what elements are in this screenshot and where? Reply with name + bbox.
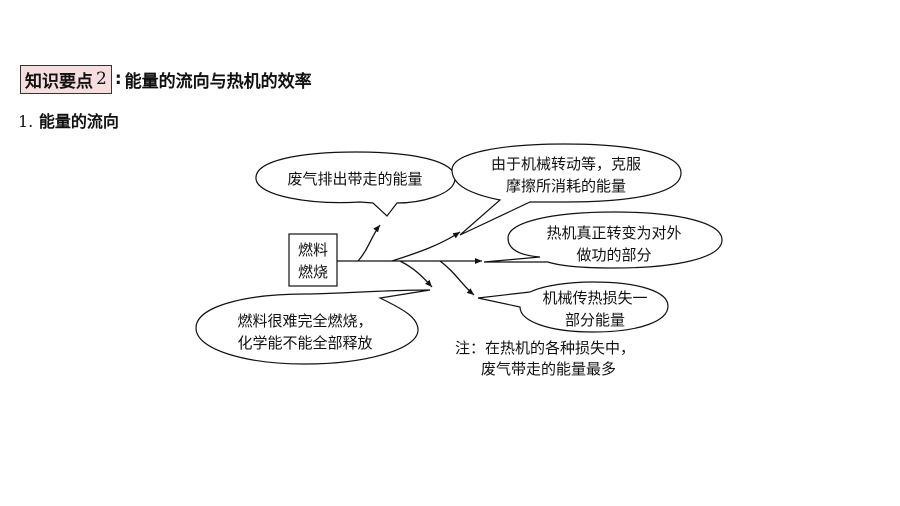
branch-incomplete-arrow <box>399 260 433 288</box>
bubble-heat-text-line2: 部分能量 <box>565 311 625 329</box>
subheading: 1. 能量的流向 <box>18 108 119 132</box>
note-line2: 废气带走的能量最多 <box>481 360 616 378</box>
bubble-useful-text-line1: 热机真正转变为对外 <box>546 224 681 242</box>
bubble-exhaust-text: 废气排出带走的能量 <box>287 170 422 188</box>
bubble-friction-text-line1: 由于机械转动等，克服 <box>491 155 641 173</box>
subheading-number: 1. <box>18 112 34 131</box>
section-heading: 知识要点 2 : 能量的流向与热机的效率 <box>20 64 312 94</box>
subheading-title: 能量的流向 <box>38 112 119 131</box>
heading-separator: : <box>114 69 122 89</box>
branch-heat-arrow <box>439 260 475 296</box>
tag-text: 知识要点 <box>25 71 93 92</box>
tag-number: 2 <box>96 69 107 89</box>
bubble-useful-text-line2: 做功的部分 <box>576 246 651 264</box>
knowledge-point-tag: 知识要点 2 <box>20 64 112 94</box>
branch-exhaust-arrow <box>357 224 381 262</box>
branch-friction-arrow <box>391 231 461 262</box>
bubble-friction-text-line2: 摩擦所消耗的能量 <box>506 177 626 195</box>
bubble-friction-outline <box>451 143 682 236</box>
bubble-heat-text-line1: 机械传热损失一 <box>542 289 647 307</box>
bubble-incomplete-text-line1: 燃料很难完全燃烧， <box>237 312 372 330</box>
bubble-incomplete-outline <box>195 289 431 365</box>
bubble-useful-outline <box>483 211 723 269</box>
bubble-incomplete-text-line2: 化学能不能全部释放 <box>237 334 372 352</box>
heading-title: 能量的流向与热机的效率 <box>124 71 312 92</box>
source-box <box>288 233 338 287</box>
source-label-line1: 燃料 <box>298 241 328 259</box>
bubble-heat-outline <box>477 281 669 333</box>
note-line1: 注：在热机的各种损失中， <box>455 339 635 357</box>
source-label-line2: 燃烧 <box>298 263 328 281</box>
bubble-exhaust-outline <box>255 151 456 217</box>
